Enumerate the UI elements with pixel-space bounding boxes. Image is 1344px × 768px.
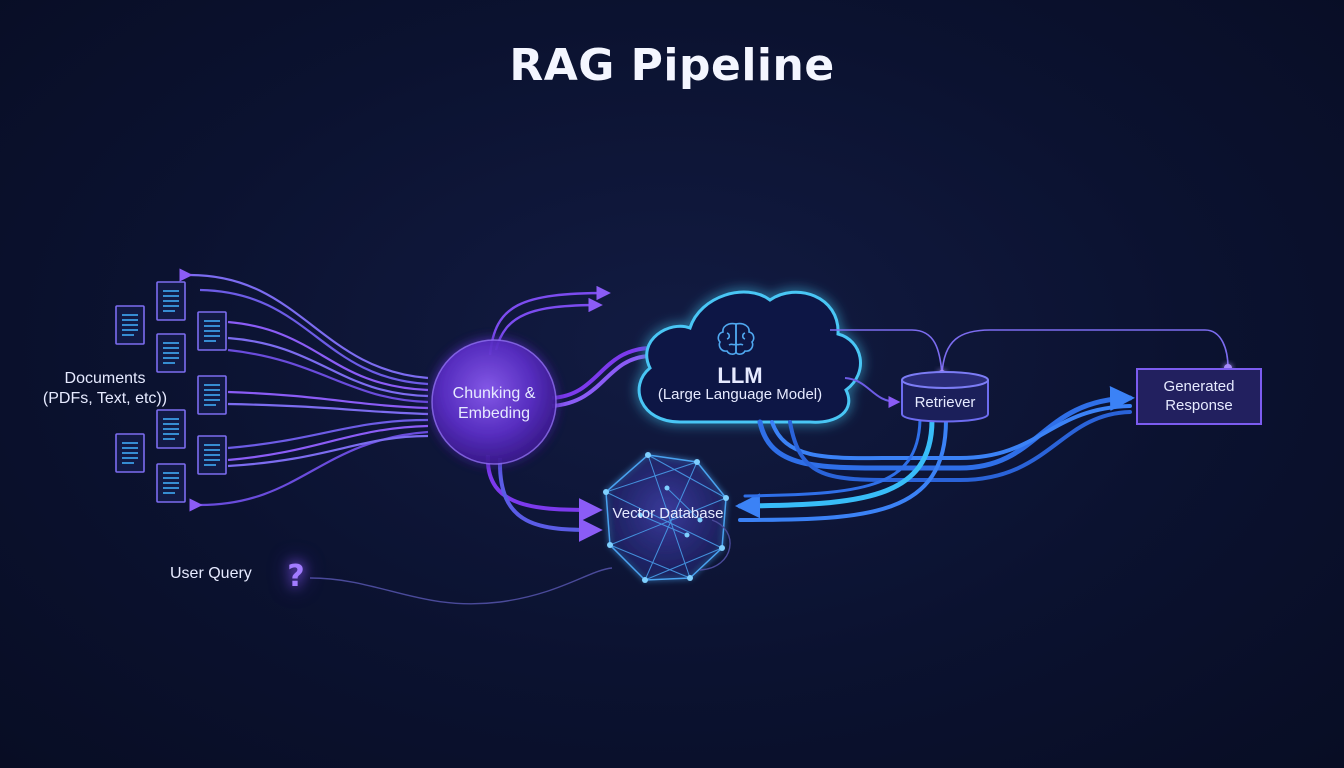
cylinder-icon <box>901 371 989 423</box>
documents-label: Documents (PDFs, Text, etc)) <box>30 369 180 409</box>
flow-line <box>227 320 429 392</box>
retriever-label: Retriever <box>914 394 976 411</box>
document-flow-lines <box>179 268 429 512</box>
blue-flow-lines <box>735 385 1135 522</box>
question-mark-icon: ? <box>287 559 305 594</box>
llm-to-retriever-arrow <box>844 377 901 408</box>
brain-icon <box>717 322 755 355</box>
flow-line <box>227 424 429 462</box>
flow-line <box>227 402 429 416</box>
llm-subtitle: (Large Language Model) <box>657 386 823 403</box>
vector-db-label: Vector Database <box>612 505 724 522</box>
flow-line <box>227 418 429 450</box>
document-icon <box>197 375 227 415</box>
chunking-label-text: Chunking & Embeding <box>452 385 536 422</box>
flow-line <box>494 297 603 351</box>
document-icon <box>156 463 186 503</box>
documents-label-text: Documents (PDFs, Text, etc)) <box>42 370 168 407</box>
chunk-to-vector-flow <box>485 454 603 542</box>
document-icon <box>115 305 145 345</box>
flow-line <box>227 336 429 398</box>
flow-line <box>199 288 429 386</box>
flow-line <box>227 390 429 410</box>
document-icon <box>156 409 186 449</box>
flow-line <box>189 430 429 512</box>
network-sphere-icon <box>603 452 729 583</box>
document-icon <box>197 435 227 475</box>
document-icon <box>197 311 227 351</box>
response-label-text: Generated Response <box>1163 378 1235 414</box>
response-node <box>1136 368 1262 425</box>
document-icon <box>156 333 186 373</box>
document-icons <box>115 281 227 503</box>
document-icon <box>156 281 186 321</box>
flow-line <box>227 348 429 404</box>
flow-line <box>227 434 429 468</box>
chunking-label: Chunking & Embeding <box>432 384 556 424</box>
llm-cloud-node <box>637 290 862 424</box>
llm-title: LLM <box>717 363 763 388</box>
response-label: Generated Response <box>1138 378 1260 416</box>
chunking-node <box>431 339 557 465</box>
query-connector <box>309 519 731 605</box>
chunk-to-llm-flow <box>551 346 651 408</box>
diagram-title: RAG Pipeline <box>509 40 835 91</box>
flow-line <box>179 268 429 380</box>
user-query-label: User Query <box>170 565 252 582</box>
document-icon <box>115 433 145 473</box>
